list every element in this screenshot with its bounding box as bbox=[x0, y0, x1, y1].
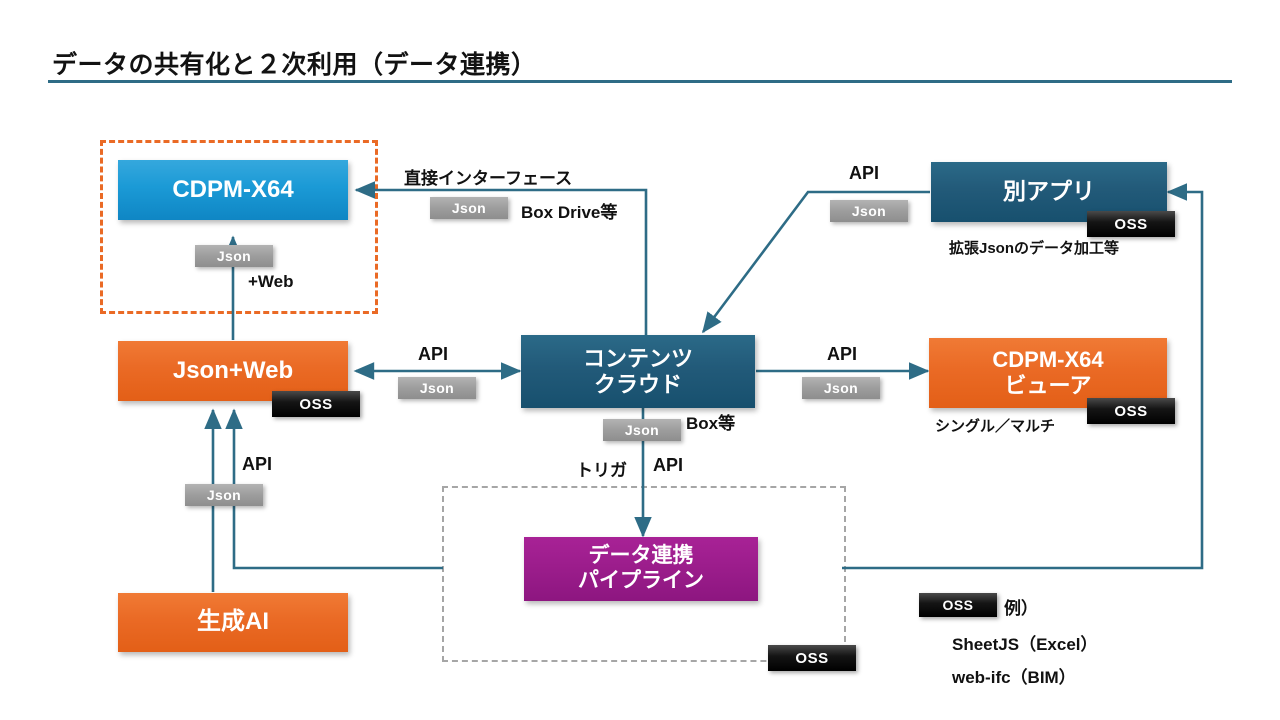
json-badge-text: Json bbox=[823, 380, 859, 396]
node-cdpm-x64[interactable]: CDPM-X64 bbox=[118, 160, 348, 220]
label-direct-interface: 直接インターフェース bbox=[404, 169, 573, 188]
legend-item-webifc: web-ifc（BIM） bbox=[952, 668, 1076, 687]
oss-badge-text: OSS bbox=[299, 395, 333, 413]
node-data-pipeline-line2: パイプライン bbox=[578, 569, 704, 592]
json-badge-text: Json bbox=[451, 200, 487, 216]
oss-badge-viewer: OSS bbox=[1087, 398, 1175, 424]
oss-badge-text: OSS bbox=[1114, 402, 1148, 420]
json-badge-text: Json bbox=[419, 380, 455, 396]
json-badge-other-app: Json bbox=[830, 200, 908, 222]
node-cdpm-x64-label: CDPM-X64 bbox=[172, 175, 294, 203]
oss-badge-legend: OSS bbox=[919, 593, 997, 617]
title-underline bbox=[48, 80, 1232, 83]
json-badge-box-drive: Json bbox=[430, 197, 508, 219]
label-api-pipeline: API bbox=[653, 455, 684, 475]
oss-badge-other-app: OSS bbox=[1087, 211, 1175, 237]
json-badge-json-web-cloud: Json bbox=[398, 377, 476, 399]
oss-badge-text: OSS bbox=[795, 649, 829, 667]
json-badge-text: Json bbox=[206, 487, 242, 503]
label-box-drive: Box Drive等 bbox=[521, 203, 618, 222]
legend-example-label: 例） bbox=[1004, 599, 1038, 618]
oss-badge-text: OSS bbox=[1114, 215, 1148, 233]
json-badge-text: Json bbox=[851, 203, 887, 219]
caption-cdpm-web: +Web bbox=[248, 272, 294, 291]
oss-badge-json-web: OSS bbox=[272, 391, 360, 417]
json-badge-cloud-pipeline: Json bbox=[603, 419, 681, 441]
oss-badge-text: OSS bbox=[942, 597, 974, 613]
node-contents-cloud-line1: コンテンツ bbox=[582, 345, 693, 371]
node-json-web-label: Json+Web bbox=[172, 356, 294, 384]
node-gen-ai-label: 生成AI bbox=[197, 608, 269, 636]
json-badge-viewer: Json bbox=[802, 377, 880, 399]
json-badge-cdpm: Json bbox=[195, 245, 273, 267]
node-data-pipeline[interactable]: データ連携 パイプライン bbox=[524, 537, 758, 601]
node-cdpm-viewer[interactable]: CDPM-X64 ビューア bbox=[929, 338, 1167, 408]
label-trigger: トリガ bbox=[576, 461, 627, 480]
legend-item-sheetjs: SheetJS（Excel） bbox=[952, 635, 1098, 654]
node-contents-cloud[interactable]: コンテンツ クラウド bbox=[521, 335, 755, 408]
node-other-app-label: 別アプリ bbox=[1003, 178, 1095, 205]
node-cdpm-viewer-line2: ビューア bbox=[1004, 373, 1092, 398]
oss-badge-pipeline: OSS bbox=[768, 645, 856, 671]
cdpm-group-boundary bbox=[100, 140, 378, 314]
label-api-gen-ai: API bbox=[242, 454, 273, 474]
page-title: データの共有化と２次利用（データ連携） bbox=[52, 51, 537, 79]
label-api-json-web-cloud: API bbox=[418, 344, 449, 364]
caption-viewer: シングル／マルチ bbox=[935, 418, 1056, 435]
json-badge-text: Json bbox=[216, 248, 252, 264]
caption-contents-cloud: Box等 bbox=[686, 414, 736, 433]
json-badge-gen-ai: Json bbox=[185, 484, 263, 506]
node-data-pipeline-line1: データ連携 bbox=[588, 544, 694, 568]
node-gen-ai[interactable]: 生成AI bbox=[118, 593, 348, 652]
node-contents-cloud-line2: クラウド bbox=[593, 371, 682, 397]
caption-other-app: 拡張Jsonのデータ加工等 bbox=[949, 240, 1120, 257]
label-api-cloud-viewer: API bbox=[827, 344, 858, 364]
label-api-cloud-to-other-app: API bbox=[849, 163, 880, 183]
json-badge-text: Json bbox=[624, 422, 660, 438]
node-cdpm-viewer-line1: CDPM-X64 bbox=[992, 347, 1104, 373]
